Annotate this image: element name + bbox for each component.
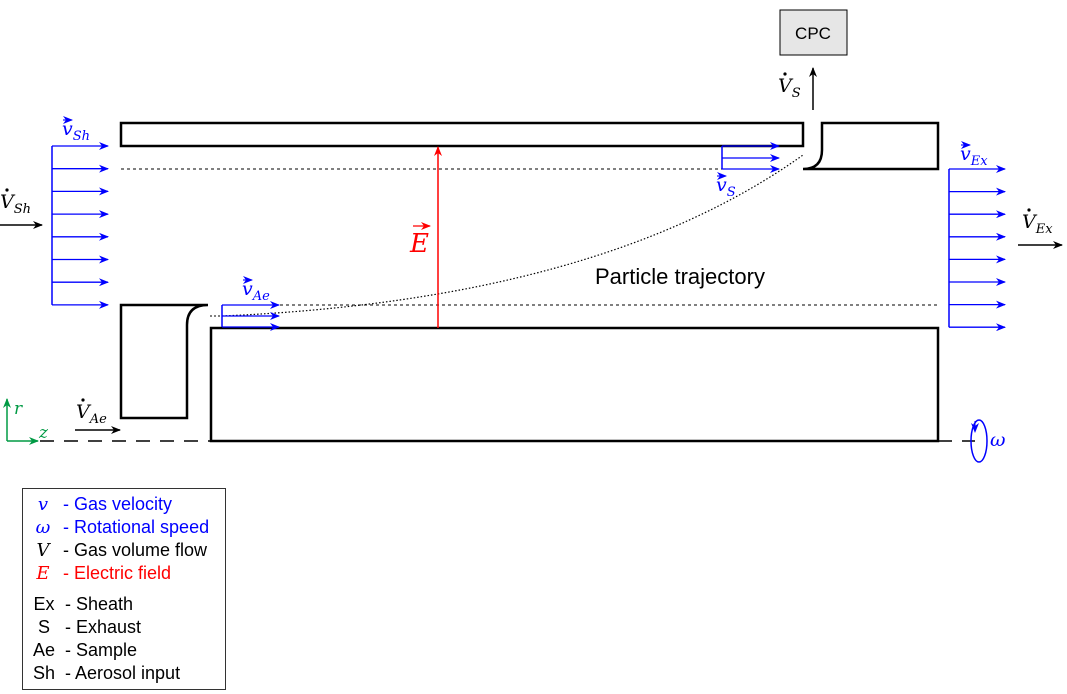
omega-label: ω (990, 429, 1006, 451)
legend-text: - Electric field (63, 563, 172, 583)
v-sh-label: vSh (62, 118, 90, 144)
legend-symbol: v (37, 494, 49, 515)
legend-abbreviation: Ex - Sheath (23, 593, 225, 616)
dot-icon (5, 188, 9, 192)
legend-symbol: E (36, 563, 50, 584)
legend-text: - Gas volume flow (63, 540, 208, 560)
V-ex-label: VEx (1022, 211, 1053, 237)
legend-item: E - Electric field (23, 562, 225, 585)
legend-abbr: S (37, 617, 50, 637)
cpc-label: CPC (795, 24, 831, 43)
legend-abbreviation: Sh - Aerosol input (23, 662, 225, 685)
V-s-label: VS (778, 75, 801, 101)
legend-item: ω - Rotational speed (23, 516, 225, 539)
inner-electrode (209, 326, 940, 443)
sample-inlet-block (119, 303, 209, 420)
excess-velocity-profile (948, 165, 1006, 332)
legend-abbreviation: Ae - Sample (23, 639, 225, 662)
r-axis-label: r (14, 399, 23, 419)
legend-abbr: Ex (33, 594, 55, 614)
legend-abbreviation: S - Exhaust (23, 616, 225, 639)
legend-item: V - Gas volume flow (23, 539, 225, 562)
v-ex-label: vEx (960, 143, 988, 169)
cpc-box (779, 9, 848, 56)
dot-icon (783, 72, 787, 76)
rotation-icon (970, 419, 988, 463)
trajectory-label: Particle trajectory (595, 264, 765, 289)
outer-electrode (119, 121, 805, 148)
v-ae-label: vAe (242, 278, 270, 304)
legend-text: - Sheath (65, 594, 134, 614)
exhaust-block (802, 121, 940, 171)
legend-text: - Rotational speed (63, 517, 210, 537)
electric-field-label: E (409, 229, 429, 259)
legend-text: - Aerosol input (65, 663, 181, 683)
legend-abbr: Ae (32, 640, 56, 660)
V-ae-label: VAe (76, 401, 107, 427)
aerosol-velocity-profile (221, 301, 280, 331)
legend-text: - Exhaust (65, 617, 142, 637)
legend-symbol: V (36, 540, 50, 561)
sample-velocity-profile (721, 142, 780, 173)
dot-icon (1027, 208, 1031, 212)
v-s-label: vS (716, 174, 736, 200)
V-sh-label: VSh (0, 191, 31, 217)
legend-item: v - Gas velocity (23, 493, 225, 516)
particle-trajectory (221, 154, 804, 317)
legend-abbr: Sh (32, 663, 56, 683)
legend-symbol: ω (35, 517, 51, 538)
dot-icon (81, 398, 85, 402)
z-axis-label: z (38, 423, 49, 443)
legend-text: - Sample (65, 640, 138, 660)
sheath-velocity-profile (51, 142, 109, 309)
legend-text: - Gas velocity (63, 494, 173, 514)
